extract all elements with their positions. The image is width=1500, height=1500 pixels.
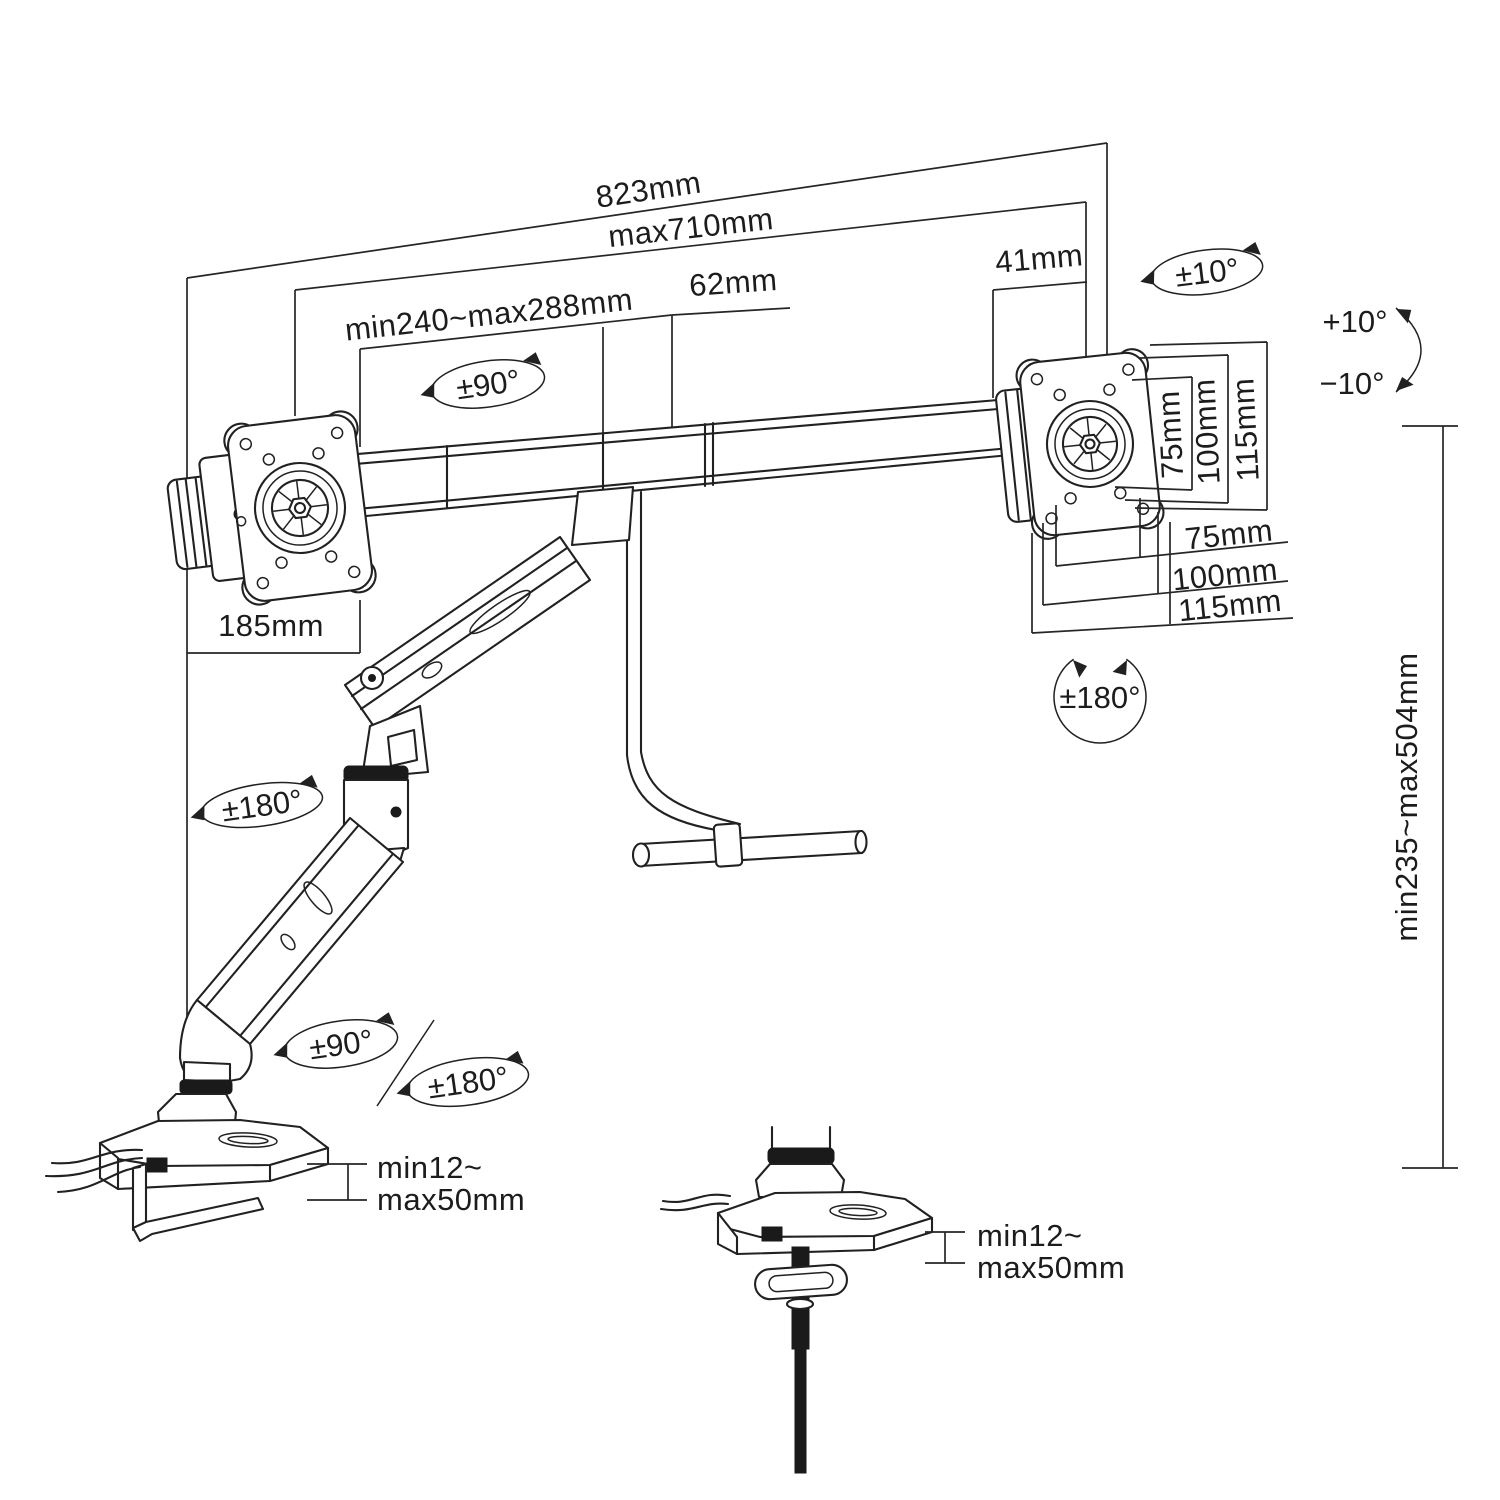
rotate-right-circle: ±180° <box>1053 655 1147 744</box>
left-vesa-hub <box>253 461 347 555</box>
left-vesa-plate <box>223 410 377 606</box>
swivel-top-label: ±90° <box>454 363 522 407</box>
swivel-base-label: ±90° <box>307 1023 375 1067</box>
dim-overall-width-label: 823mm <box>594 164 704 214</box>
dim-62mm-label: 62mm <box>688 262 778 303</box>
rotate-right-label: ±180° <box>1059 680 1140 715</box>
dim-41mm-label: 41mm <box>994 237 1085 280</box>
separator-slash <box>376 1019 435 1107</box>
tilt-minus-label: −10° <box>1320 366 1385 401</box>
tilt-plus-label: +10° <box>1323 304 1388 339</box>
clamp-left-label-1: min12~ <box>377 1150 483 1185</box>
clamp-right-label-1: min12~ <box>977 1218 1083 1253</box>
dimension-lines-top <box>186 142 1458 1169</box>
vesa-v75-label: 75mm <box>1151 390 1191 480</box>
desk-clamp-base <box>44 1060 330 1243</box>
grommet-base <box>659 1125 934 1474</box>
crossbar <box>248 397 1012 529</box>
dim-height-range-label: min235~max504mm <box>1389 652 1424 941</box>
crank-handle <box>625 490 868 868</box>
tilt-rotation-ellipse: ±10° <box>1140 241 1264 296</box>
right-vesa-hub <box>1045 399 1135 489</box>
rotate-base-ellipse: ±180° <box>396 1050 530 1108</box>
vesa-v115-label: 115mm <box>1225 377 1265 482</box>
clamp-right-label-2: max50mm <box>977 1250 1125 1285</box>
gas-spring-arm <box>343 485 635 730</box>
dim-pole-adjust-label: min240~max288mm <box>343 282 634 348</box>
rotation-symbols: ±10° ±90° ±180° ±90° ±180° <box>190 241 1422 1108</box>
dim-185mm-label: 185mm <box>218 608 324 643</box>
rotate-left-ellipse: ±180° <box>190 774 324 828</box>
vesa-v100-label: 100mm <box>1186 378 1226 486</box>
right-vesa-plate <box>1015 348 1165 540</box>
grommet-washer <box>754 1263 848 1301</box>
tilt-arc: +10° −10° <box>1320 302 1422 401</box>
vesa-h75-label: 75mm <box>1183 513 1274 557</box>
swivel-base-ellipse: ±90° <box>273 1011 399 1069</box>
dimension-lines-front <box>187 341 1294 1264</box>
tilt-ellipse-label: ±10° <box>1173 251 1241 294</box>
cables <box>44 1148 144 1194</box>
clamp-left-label-2: max50mm <box>377 1182 525 1217</box>
swivel-top-ellipse: ±90° <box>420 351 546 409</box>
cables <box>659 1193 732 1212</box>
